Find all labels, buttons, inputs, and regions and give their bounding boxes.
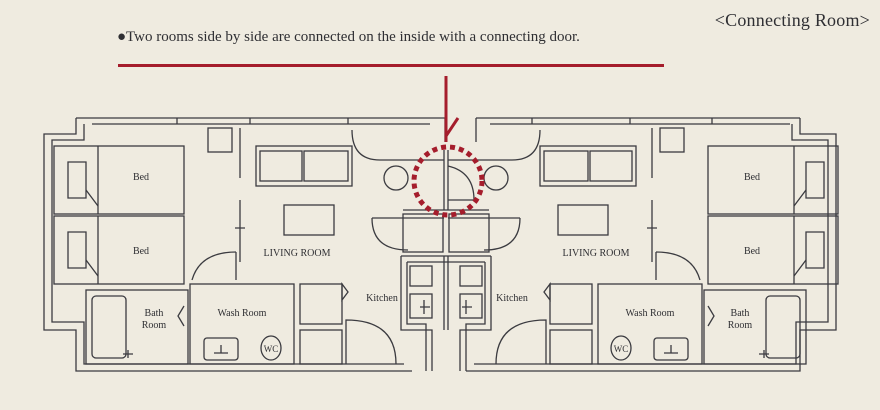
left-wash-room-label: Wash Room <box>218 308 267 319</box>
left-bed-top <box>53 145 185 215</box>
outer-walls <box>43 117 837 372</box>
center-partition <box>400 209 492 371</box>
left-bed-bottom-label: Bed <box>133 246 149 257</box>
right-bed-bottom-label: Bed <box>744 246 760 257</box>
left-bath-label-1: Bath <box>145 308 164 319</box>
left-bed-bottom <box>53 215 185 285</box>
right-living-room-label: LIVING ROOM <box>563 248 630 259</box>
left-wc-icon <box>260 335 282 361</box>
connecting-door-highlight <box>411 76 485 218</box>
left-kitchen-label: Kitchen <box>366 293 398 304</box>
left-bed-top-label: Bed <box>133 172 149 183</box>
left-living-room-label: LIVING ROOM <box>264 248 331 259</box>
right-wc-label: WC <box>614 344 629 354</box>
left-wc-label: WC <box>264 344 279 354</box>
right-kitchen-label: Kitchen <box>496 293 528 304</box>
right-bath-label-2: Room <box>728 320 753 331</box>
right-bed-top-label: Bed <box>744 172 760 183</box>
right-bath-label-1: Bath <box>731 308 750 319</box>
left-bath-label-2: Room <box>142 320 167 331</box>
left-unit <box>53 127 444 365</box>
description-note: ●Two rooms side by side are connected on… <box>117 29 580 45</box>
header-rule <box>118 64 664 67</box>
highlight-circle <box>411 144 485 218</box>
connecting-door <box>443 150 475 210</box>
right-unit <box>448 127 839 365</box>
right-wash-room-label: Wash Room <box>626 308 675 319</box>
connecting-room-tag: <Connecting Room> <box>714 10 870 30</box>
